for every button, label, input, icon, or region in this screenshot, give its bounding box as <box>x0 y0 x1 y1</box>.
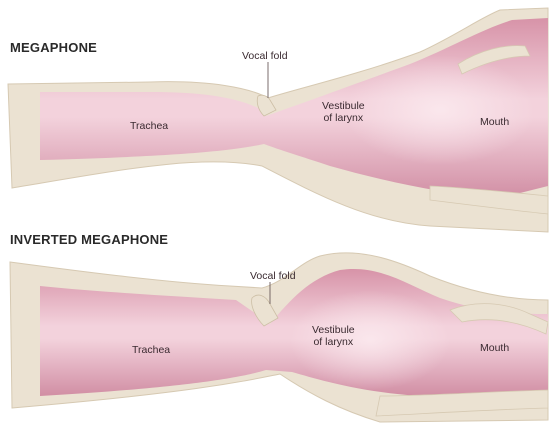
megaphone-vestibule-line1: Vestibule <box>322 100 365 112</box>
inverted-mouth-label: Mouth <box>480 342 509 354</box>
megaphone-heading: MEGAPHONE <box>10 40 97 55</box>
megaphone-trachea-label: Trachea <box>130 120 168 132</box>
inverted-vestibule-line2: of larynx <box>312 336 355 348</box>
megaphone-vestibule-line2: of larynx <box>322 112 365 124</box>
inverted-vocal-fold-label: Vocal fold <box>250 270 296 282</box>
inverted-vestibule-label: Vestibule of larynx <box>312 324 355 348</box>
megaphone-mouth-label: Mouth <box>480 116 509 128</box>
inverted-vestibule-line1: Vestibule <box>312 324 355 336</box>
megaphone-vocal-fold-label: Vocal fold <box>242 50 288 62</box>
megaphone-vestibule-label: Vestibule of larynx <box>322 100 365 124</box>
inverted-trachea-label: Trachea <box>132 344 170 356</box>
megaphone-lumen-highlight <box>345 55 535 165</box>
inverted-megaphone-heading: INVERTED MEGAPHONE <box>10 232 168 247</box>
